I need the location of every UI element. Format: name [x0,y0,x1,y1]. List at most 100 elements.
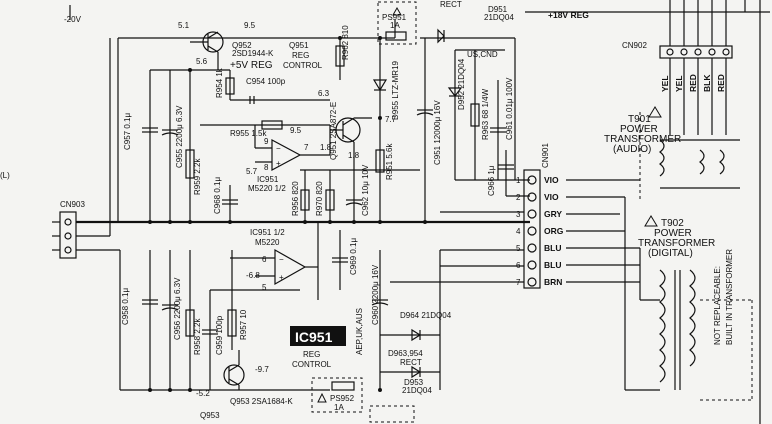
d951-top-label: D951 [488,5,508,14]
c966-label: C966 1μ [487,165,496,196]
cn901-pin-socket [527,209,537,219]
cn901-pin-socket [527,175,537,185]
t901-line2: POWER [620,124,658,135]
c957-label: C957 0.1μ [123,113,132,150]
t901-line1: T901 [628,114,651,125]
ic951a-label: IC951 [257,175,279,184]
v52-label: -5.2 [196,389,210,398]
l-mark: (L) [0,171,10,180]
q951-part: Q951 2SA872-E [329,102,338,160]
r954-label: R954 1k [215,67,224,98]
ic951b-label: IC951 1/2 [250,228,285,237]
cn903-label: CN903 [60,200,85,209]
r957-label: R957 10 [239,309,248,340]
r970-label: R970 820 [315,181,324,216]
ps952-fuse [311,377,415,423]
svg-text:−: − [276,144,281,153]
cn901-pin-color: VIO [544,192,559,202]
cn901-pin-color: BLU [544,243,561,253]
c961-label: C961 0.01μ 100V [505,77,514,140]
ic951-tag: IC951 [295,329,333,345]
pin9-label: 9 [264,137,269,146]
pin5-label: 5 [262,283,267,292]
svg-text:+: + [279,273,284,282]
ps951-rating: 1A [390,21,400,30]
q952-part: 2SD1944-K [232,49,274,58]
rect-top-label: RECT [440,0,462,9]
top-rails [69,5,770,180]
v56-label: 5.6 [196,57,208,66]
t902-line3: TRANSFORMER [638,238,715,249]
ps951-label: PS951 [382,13,407,22]
q951-label: Q951 [289,41,309,50]
t902-line1: T902 [661,218,684,229]
d963-label: D963,954 [388,349,423,358]
v51-label: 5.1 [178,21,190,30]
r954-c954 [225,70,330,104]
v18a-label: 1.8 [320,143,332,152]
c962-label: C962 10μ 10V [361,164,370,216]
v95a-label: 9.5 [244,21,256,30]
ic951b-part: M5220 [255,238,280,247]
cn901-pin-color: VIO [544,175,559,185]
r962-label: R962 810 [341,25,350,60]
cn901-pin-number: 3 [516,210,521,219]
cn901-pin-color: BRN [544,277,562,287]
cn902-wire-color: RED [688,74,698,92]
cn902-label: CN902 [622,41,647,50]
ps952-label: PS952 [330,394,355,403]
reg-label-upper: REG [292,51,309,60]
q952-transistor [190,31,224,70]
t901-line3: TRANSFORMER [604,134,681,145]
cn901-pin-number: 7 [516,278,521,287]
cn901-pin-socket [527,226,537,236]
warning-triangle-icon [648,106,662,118]
d953-part: 21DQ04 [402,386,432,395]
t901-transformer [639,106,740,200]
v97-label: -9.7 [255,365,269,374]
r955-label: R955 1.5k [230,129,267,138]
warning-triangle-icon [317,392,327,403]
left-lower-caps [142,250,300,390]
d952-label: D952 21DQ04 [457,58,466,110]
c951-d951 [416,28,530,222]
cn901-pin-number: 1 [516,176,521,185]
upper-small-components [222,149,420,222]
cn901-wires [566,179,641,300]
svg-text:−: − [279,255,284,264]
c951-label: C951 12000μ 16V [433,100,442,165]
r951-label: R951 5.6k [385,143,394,180]
cn901-pin-socket [527,277,537,287]
cn903-connector [52,211,77,259]
reg-label-lower: REG [303,350,320,359]
v63-label: 6.3 [318,89,330,98]
cn901-pin-number: 5 [516,244,521,253]
note-line1: NOT REPLACEABLE: [713,266,722,345]
plus18v-label: +18V REG [548,10,589,20]
pin6-label: 6 [262,255,267,264]
ic951-lower-opamp: − + [230,222,319,300]
cn902-wire-color: RED [716,74,726,92]
c969-label: C969 0.1μ [349,238,358,275]
v95b-label: 9.5 [290,126,302,135]
rect-label-lower: RECT [400,358,422,367]
warning-triangle-icon [644,215,658,227]
cn901-pin-color: ORG [544,226,564,236]
q951-transistor [330,117,372,180]
pin8-label: 8 [264,163,269,172]
r958-label: R958 2.2k [193,318,202,355]
note-line2: BUILT IN TRANSFORMER [725,249,734,345]
t902-line4: (DIGITAL) [648,248,693,259]
c960-d964 [371,250,441,390]
us-cnd-label: US,CND [467,50,498,59]
c968-label: C968 0.1μ [213,177,222,214]
warning-triangle-icon [392,6,402,16]
cn902-wire-color: BLK [702,74,712,92]
minus20v-label: -20V [64,15,82,24]
cn901-connector [390,169,541,289]
ic951-upper-opamp: − + [254,125,331,172]
v18b-label: 1.8 [348,151,360,160]
cn901-pin-number: 2 [516,193,521,202]
c956-label: C956 2200μ 6.3V [173,277,182,340]
cn901-pin-color: BLU [544,260,561,270]
